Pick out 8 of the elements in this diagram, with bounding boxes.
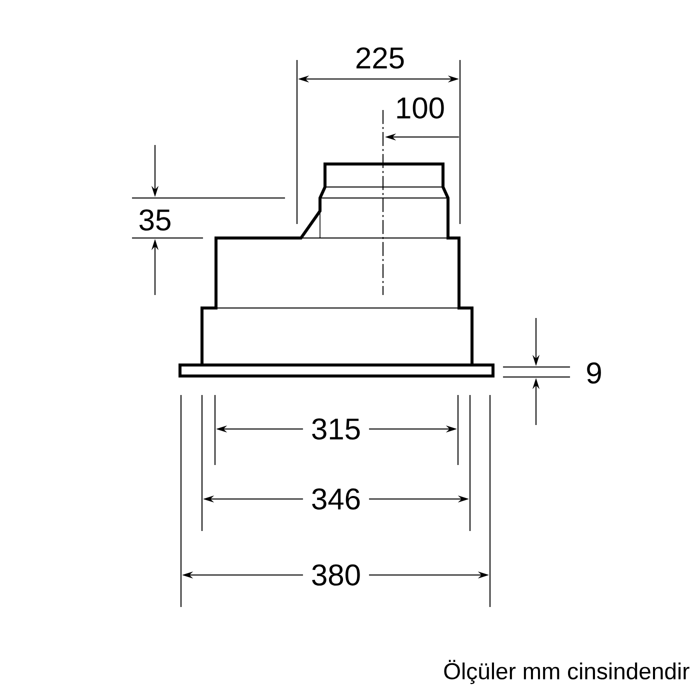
dimension-label: 100	[397, 97, 444, 119]
caption: Ölçüler mm cinsindendir	[444, 660, 690, 684]
dimension-label: 9	[587, 362, 601, 384]
dimension-label: 380	[302, 561, 370, 589]
dimension-label: 315	[302, 415, 370, 443]
dimension-label: 346	[302, 485, 370, 513]
dimension-label: 225	[356, 47, 404, 69]
dimension-label: 35	[139, 209, 170, 231]
